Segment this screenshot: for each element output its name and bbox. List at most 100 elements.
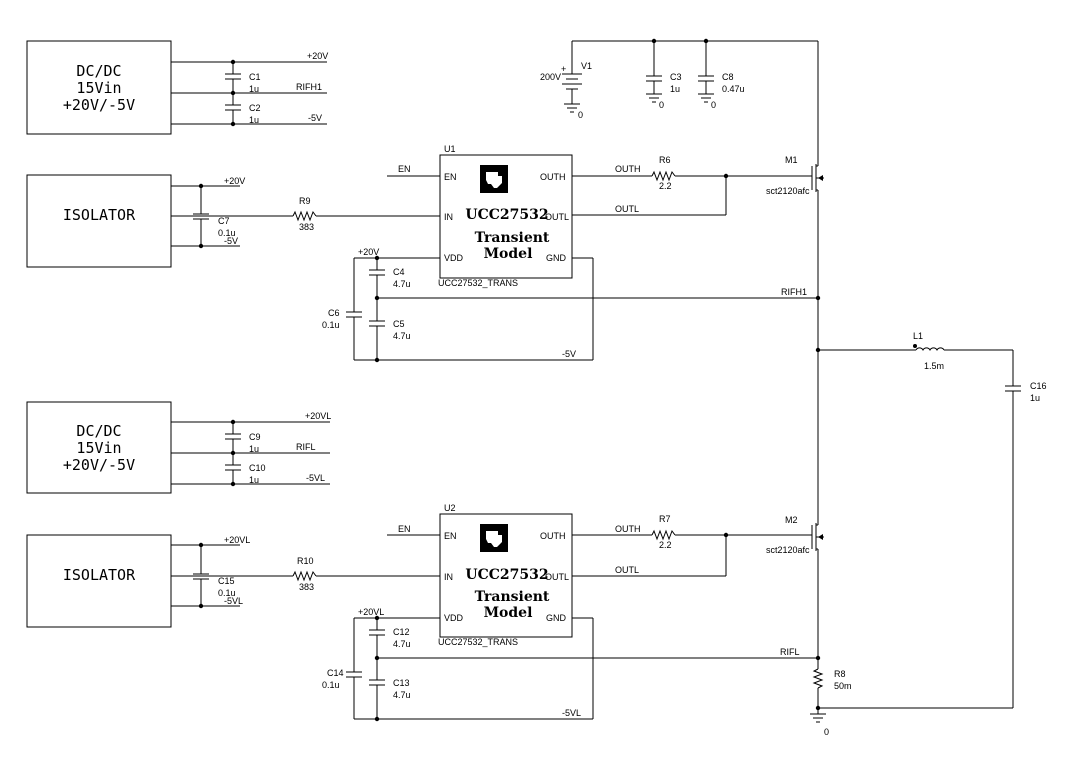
u1-part-line2: Transient <box>475 230 550 246</box>
net-outl-u2: OUTL <box>615 565 639 575</box>
c13-ref: C13 <box>393 678 410 688</box>
u2-model: UCC27532_TRANS <box>438 637 518 647</box>
u1-pin-gnd: GND <box>546 253 567 263</box>
r8-value: 50m <box>834 681 852 691</box>
net-outl-u1: OUTL <box>615 204 639 214</box>
c6-ref: C6 <box>328 308 340 318</box>
u1-model: UCC27532_TRANS <box>438 278 518 288</box>
u1-ref: U1 <box>444 144 456 154</box>
u2-pin-outl: OUTL <box>545 572 569 582</box>
c1-ref: C1 <box>249 72 261 82</box>
ti-logo-icon-shape <box>486 172 502 188</box>
r7-value: 2.2 <box>659 540 672 550</box>
net-p20v-u1: +20V <box>358 247 379 257</box>
c12-value: 4.7u <box>393 639 411 649</box>
r10-value: 383 <box>299 582 314 592</box>
gnd-c8-label: 0 <box>711 100 716 110</box>
m2-value: sct2120afc <box>766 545 810 555</box>
c14-value: 0.1u <box>322 680 340 690</box>
dcdc-converter-top: DC/DC 15Vin +20V/-5V <box>26 40 172 135</box>
gnd-c3-label: 0 <box>659 100 664 110</box>
m1-value: sct2120afc <box>766 186 810 196</box>
net-p20v-top: +20V <box>307 51 328 61</box>
r9-ref: R9 <box>299 196 311 206</box>
dcdc-bottom-line1: DC/DC <box>76 422 121 440</box>
c9-ref: C9 <box>249 432 261 442</box>
r7-ref: R7 <box>659 514 671 524</box>
v1-value: 200V <box>540 72 561 82</box>
c2-ref: C2 <box>249 103 261 113</box>
c16-value: 1u <box>1030 393 1040 403</box>
r6-ref: R6 <box>659 155 671 165</box>
net-rifl-top: RIFL <box>296 442 316 452</box>
net-rifl-mid: RIFL <box>780 647 800 657</box>
l1-value: 1.5m <box>924 361 944 371</box>
u2-pin-vdd: VDD <box>444 613 464 623</box>
u2-part-line1: UCC27532 <box>465 567 548 583</box>
net-m5v-u1: -5V <box>562 349 576 359</box>
r10-ref: R10 <box>297 556 314 566</box>
net-m5v-top: -5V <box>308 113 322 123</box>
v1-ref: V1 <box>581 61 592 71</box>
r9-value: 383 <box>299 222 314 232</box>
r8-ref: R8 <box>834 669 846 679</box>
u1-part-line3: Model <box>484 246 533 262</box>
c7-value: 0.1u <box>218 228 236 238</box>
net-en-u2: EN <box>398 524 411 534</box>
dcdc-bottom-line2: 15Vin <box>76 439 121 457</box>
dcdc-top-line3: +20V/-5V <box>63 96 135 114</box>
gnd-v1-label: 0 <box>578 110 583 120</box>
net-en-u1: EN <box>398 164 411 174</box>
c1-value: 1u <box>249 84 259 94</box>
c13-value: 4.7u <box>393 690 411 700</box>
u2-pin-outh: OUTH <box>540 531 566 541</box>
l1-ref: L1 <box>913 331 923 341</box>
r6-value: 2.2 <box>659 181 672 191</box>
isolator-top-label: ISOLATOR <box>63 206 136 224</box>
c12-ref: C12 <box>393 627 410 637</box>
c16-ref: C16 <box>1030 381 1047 391</box>
net-m5v-iso: -5V <box>224 236 238 246</box>
net-p20vl-iso: +20VL <box>224 535 250 545</box>
c14-ref: C14 <box>327 668 344 678</box>
c7-ref: C7 <box>218 216 230 226</box>
driver-u2: U2 UCC27532_TRANS UCC27532 Transient Mod… <box>438 503 573 647</box>
u2-pin-gnd: GND <box>546 613 567 623</box>
u1-part-line1: UCC27532 <box>465 207 548 223</box>
c15-ref: C15 <box>218 576 235 586</box>
u2-part-line3: Model <box>484 605 533 621</box>
net-p20vl-u2: +20VL <box>358 607 384 617</box>
net-rifh1-top: RIFH1 <box>296 82 322 92</box>
net-m5vl-iso: -5VL <box>224 596 243 606</box>
isolator-bottom-label: ISOLATOR <box>63 566 136 584</box>
dcdc-converter-bottom: DC/DC 15Vin +20V/-5V <box>26 401 172 494</box>
c9-value: 1u <box>249 444 259 454</box>
net-outh-u2: OUTH <box>615 524 641 534</box>
u2-ref: U2 <box>444 503 456 513</box>
c6-value: 0.1u <box>322 320 340 330</box>
dcdc-top-line2: 15Vin <box>76 79 121 97</box>
isolator-top: ISOLATOR <box>26 174 172 268</box>
m2-ref: M2 <box>785 515 798 525</box>
u1-pin-en: EN <box>444 172 457 182</box>
u1-pin-in: IN <box>444 212 453 222</box>
c3-ref: C3 <box>670 72 682 82</box>
c4-ref: C4 <box>393 267 405 277</box>
u1-pin-vdd: VDD <box>444 253 464 263</box>
c2-value: 1u <box>249 115 259 125</box>
u2-pin-en: EN <box>444 531 457 541</box>
isolator-bottom: ISOLATOR <box>26 534 172 628</box>
ti-logo-icon-u2-shape <box>486 531 502 547</box>
c3-value: 1u <box>670 84 680 94</box>
driver-u1: U1 UCC27532_TRANS UCC27532 Transient Mod… <box>438 144 573 288</box>
c10-ref: C10 <box>249 463 266 473</box>
c5-ref: C5 <box>393 319 405 329</box>
net-rifh1-mid: RIFH1 <box>781 287 807 297</box>
c8-value: 0.47u <box>722 84 745 94</box>
net-p20vl-top: +20VL <box>305 411 331 421</box>
v1-plus-sign: + <box>561 64 566 74</box>
m1-ref: M1 <box>785 155 798 165</box>
u2-part-line2: Transient <box>475 589 550 605</box>
u1-pin-outl: OUTL <box>545 212 569 222</box>
